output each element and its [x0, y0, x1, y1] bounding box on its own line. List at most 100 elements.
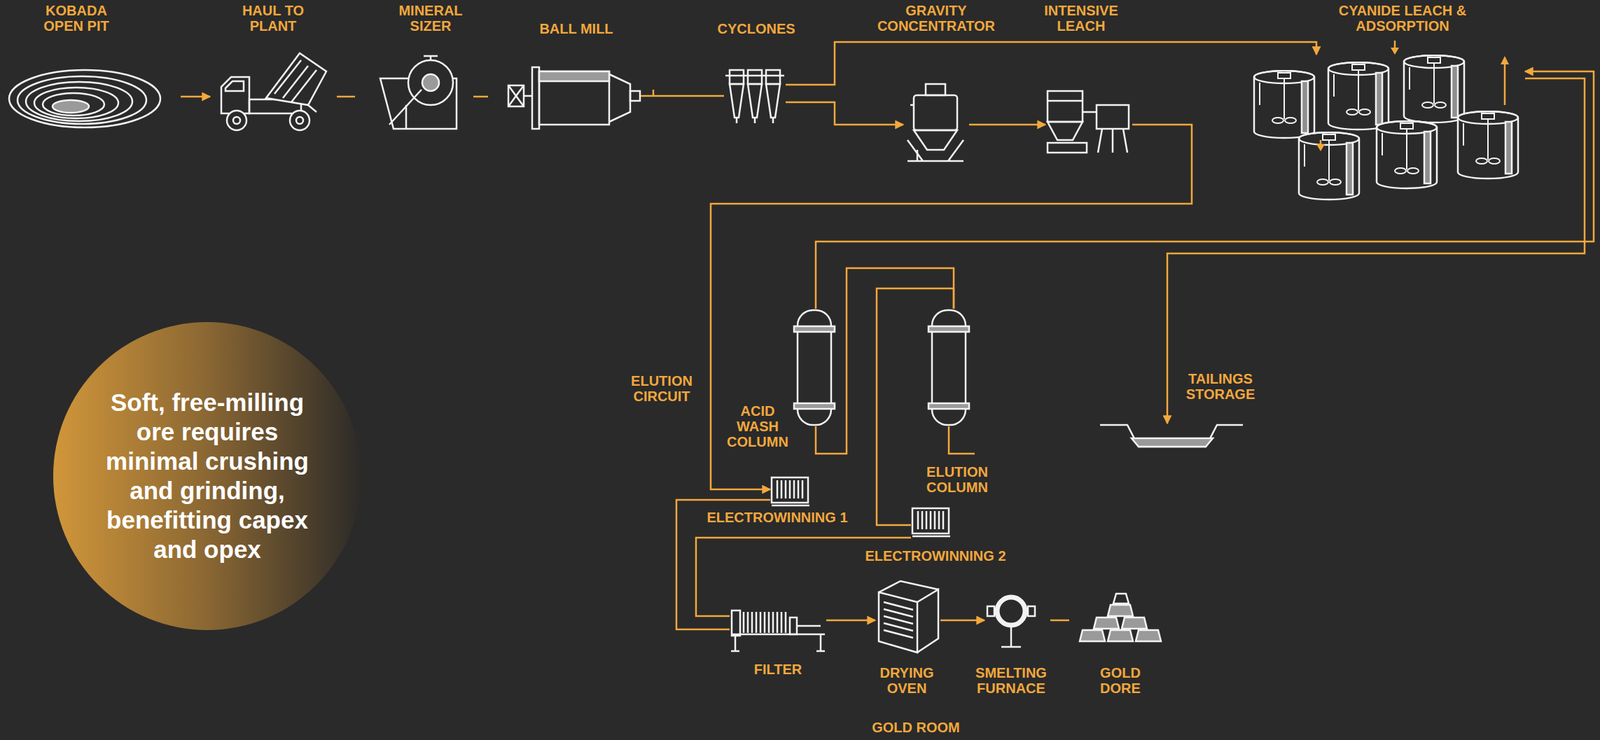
- ball-mill-icon-part: [539, 71, 610, 82]
- step-label: BALL MILL: [539, 21, 613, 37]
- step-label: CYCLONES: [717, 21, 795, 37]
- flow-connector: [785, 42, 1317, 85]
- process-step: CYCLONES: [724, 68, 786, 125]
- open-pit-icon-part: [34, 87, 119, 119]
- flow-connector: [969, 123, 1046, 127]
- step-label: ELECTROWINNING 2: [864, 548, 1006, 564]
- step-label: MINERAL SIZER: [388, 2, 473, 34]
- open-pit-icon-part: [17, 76, 147, 124]
- filter-press-icon-part: [789, 617, 797, 635]
- process-step: FILTER: [729, 607, 827, 652]
- ball-mill-icon-part: [532, 67, 540, 129]
- gold-bars-icon-part: [1093, 617, 1119, 629]
- filter-press-icon-part: [731, 625, 825, 652]
- flow-connector: [180, 95, 211, 99]
- section-label: GOLD ROOM: [871, 719, 960, 736]
- step-label: SMELTING FURNACE: [962, 665, 1061, 697]
- ball-mill-icon-part: [523, 95, 533, 98]
- haul-truck-icon-part: [225, 81, 244, 92]
- process-step: DRYING OVEN: [875, 584, 941, 653]
- tailings-pond-icon: [1100, 425, 1243, 447]
- leach-tanks-icon-part: [1328, 62, 1389, 130]
- acid-wash-column-icon: [794, 310, 835, 426]
- elution-column-icon-part: [928, 403, 970, 409]
- ball-mill-icon-part: [508, 85, 524, 107]
- filter-press-icon: [731, 610, 825, 652]
- mineral-sizer-icon-part: [423, 56, 438, 61]
- gold-bars-icon-part: [1079, 630, 1105, 642]
- intensive-leach-icon: [1047, 91, 1129, 153]
- step-label: CYANIDE LEACH & ADSORPTION: [1332, 2, 1473, 34]
- ball-mill-icon-part: [609, 74, 631, 122]
- process-step: TAILINGS STORAGE: [1100, 423, 1243, 449]
- electrowinning-cell-icon-part: [912, 535, 951, 538]
- flow-connector: [336, 95, 356, 99]
- step-label: HAUL TO PLANT: [231, 2, 316, 34]
- callout-circle: Soft, free-milling ore requires minimal …: [52, 321, 363, 631]
- process-step: ACID WASH COLUMN: [794, 308, 835, 427]
- electrowinning-cell-icon-part: [777, 480, 803, 499]
- step-label: ELECTROWINNING 1: [706, 509, 848, 526]
- callout-circle-shape: [52, 321, 363, 631]
- electrowinning-cell-icon: [912, 508, 951, 537]
- gold-bars-icon: [1079, 593, 1161, 642]
- electrowinning-cell-icon-part: [917, 511, 944, 530]
- leach-tanks-icon-part: [1457, 111, 1519, 179]
- open-pit-icon-part: [52, 100, 89, 113]
- tailings-pond-icon-part: [1131, 438, 1213, 447]
- leach-tanks-icon-part: [1504, 63, 1507, 106]
- gravity-concentrator-icon-part: [907, 105, 964, 162]
- cyclones-icon-part: [766, 70, 781, 85]
- intensive-leach-icon-part: [1047, 121, 1083, 141]
- drying-oven-icon-part: [883, 602, 914, 638]
- intensive-leach-icon-part: [1097, 128, 1128, 153]
- flow-connector: [785, 102, 904, 125]
- process-step: ELECTROWINNING 2: [910, 504, 952, 539]
- cyclones-icon-part: [747, 70, 762, 85]
- process-step: MINERAL SIZER: [377, 53, 460, 131]
- drying-oven-icon-part: [878, 592, 918, 653]
- leach-tanks-icon-part: [1500, 56, 1509, 65]
- gravity-concentrator-icon-part: [913, 95, 958, 131]
- haul-truck-icon-part: [233, 116, 241, 124]
- process-step: INTENSIVE LEACH: [1045, 88, 1133, 155]
- gravity-concentrator-icon-part: [925, 84, 946, 96]
- tailings-pond-icon-part: [1100, 425, 1243, 447]
- step-label: TAILINGS STORAGE: [1174, 371, 1266, 402]
- flow-connector: [940, 619, 985, 622]
- flow-connector: [710, 124, 1192, 490]
- intensive-leach-icon-part: [1047, 100, 1083, 103]
- leach-tanks-icon-part: [1316, 144, 1325, 152]
- flow-connector: [826, 619, 876, 622]
- section-label: ELUTION CIRCUIT: [623, 373, 701, 405]
- flow-connector: [815, 71, 1594, 309]
- callout-circle-fill: [53, 322, 362, 631]
- cyclones-icon-part: [729, 84, 744, 118]
- drying-oven-icon-part: [878, 581, 939, 593]
- elution-column-icon-part: [928, 326, 970, 332]
- cyclones-icon-part: [766, 84, 781, 118]
- step-label: ACID WASH COLUMN: [722, 403, 793, 450]
- haul-truck-icon-part: [221, 77, 250, 114]
- flow-connector: [473, 95, 489, 99]
- ball-mill-icon-part: [508, 85, 524, 107]
- mineral-sizer-icon-part: [408, 60, 454, 106]
- gold-bars-icon-part: [1121, 617, 1147, 629]
- gold-bars-icon-part: [1107, 630, 1133, 642]
- electrowinning-cell-icon-part: [912, 508, 949, 534]
- process-step: GOLD DORE: [1078, 591, 1164, 643]
- smelting-furnace-icon: [987, 597, 1035, 648]
- cyclones-icon-part: [736, 117, 774, 124]
- filter-press-icon-part: [743, 611, 786, 633]
- electrowinning-cell-icon-part: [771, 477, 809, 503]
- step-label: DRYING OVEN: [864, 665, 949, 697]
- ball-mill-icon-part: [539, 71, 610, 125]
- callout-text: Soft, free-milling ore requires minimal …: [88, 387, 327, 565]
- process-step: HAUL TO PLANT: [217, 51, 327, 133]
- elution-column-icon: [928, 310, 975, 454]
- step-label: GOLD DORE: [1085, 665, 1156, 697]
- smelting-furnace-icon-part: [1001, 627, 1021, 648]
- intensive-leach-icon-part: [1047, 91, 1083, 122]
- process-step: CYANIDE LEACH & ADSORPTION: [1252, 54, 1526, 202]
